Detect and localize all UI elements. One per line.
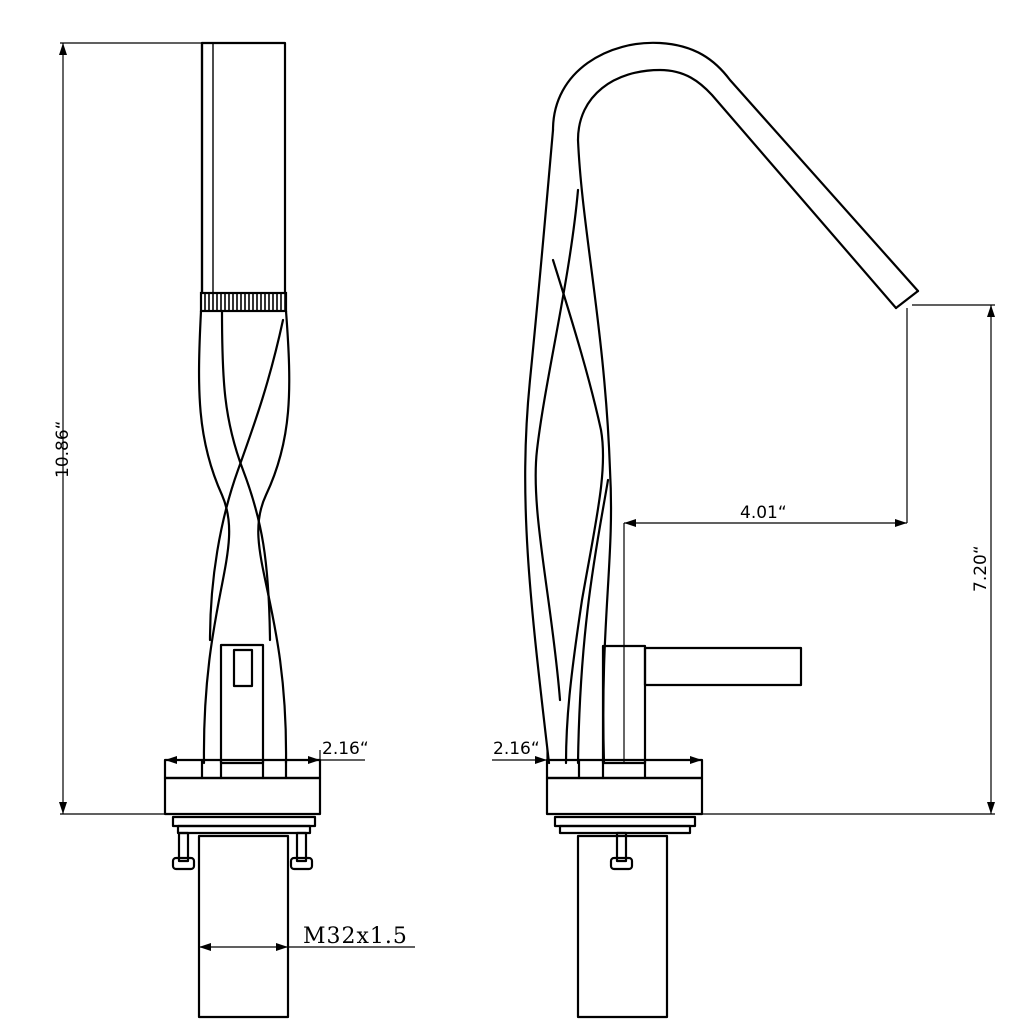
dimension-total-height: 10.86“ [53, 42, 202, 815]
total-height-label: 10.86“ [53, 421, 73, 478]
dimension-base-width-side: 2.16“ [492, 739, 702, 764]
knurled-ring [199, 291, 288, 313]
front-mounting-stud-left [171, 831, 196, 871]
front-twist-outline-left [197, 309, 231, 765]
side-twist-curve-b [551, 258, 605, 765]
dimension-base-width-front: 2.16“ [165, 739, 369, 764]
front-twist-outline-right [257, 309, 291, 765]
side-mounting-stud [609, 831, 634, 871]
side-twist-curve-a [534, 188, 580, 702]
front-upper-body [200, 41, 287, 298]
thread-label: M32x1.5 [303, 924, 408, 949]
side-twist-outline-left [524, 128, 555, 765]
side-washer [553, 815, 697, 828]
front-twist-curve-a [220, 309, 272, 642]
dimension-spout-height: 7.20“ [702, 304, 995, 815]
spout-height-label: 7.20“ [971, 545, 991, 592]
base-width-front-label: 2.16“ [322, 739, 369, 759]
spout-outer [551, 41, 920, 293]
side-view [524, 41, 920, 1019]
front-washer [171, 815, 317, 828]
side-base-bottom [545, 776, 704, 816]
side-threaded-shank [576, 834, 669, 1019]
spout-inner [576, 68, 898, 310]
front-twist-curve-b [208, 318, 285, 642]
front-mounting-stud-right [289, 831, 314, 871]
front-base-bottom [163, 776, 322, 816]
front-view [163, 41, 322, 1019]
front-threaded-shank [197, 834, 290, 1019]
dimension-thread: M32x1.5 [199, 924, 415, 951]
spout-reach-label: 4.01“ [740, 503, 787, 523]
spout-tip [894, 289, 920, 310]
base-width-side-label: 2.16“ [493, 739, 540, 759]
dimension-spout-reach: 4.01“ [623, 308, 908, 763]
side-twist-curve-c [576, 478, 610, 765]
front-handle-stem [219, 643, 265, 765]
side-handle-lever [643, 646, 803, 687]
front-handle-slot [232, 648, 254, 688]
